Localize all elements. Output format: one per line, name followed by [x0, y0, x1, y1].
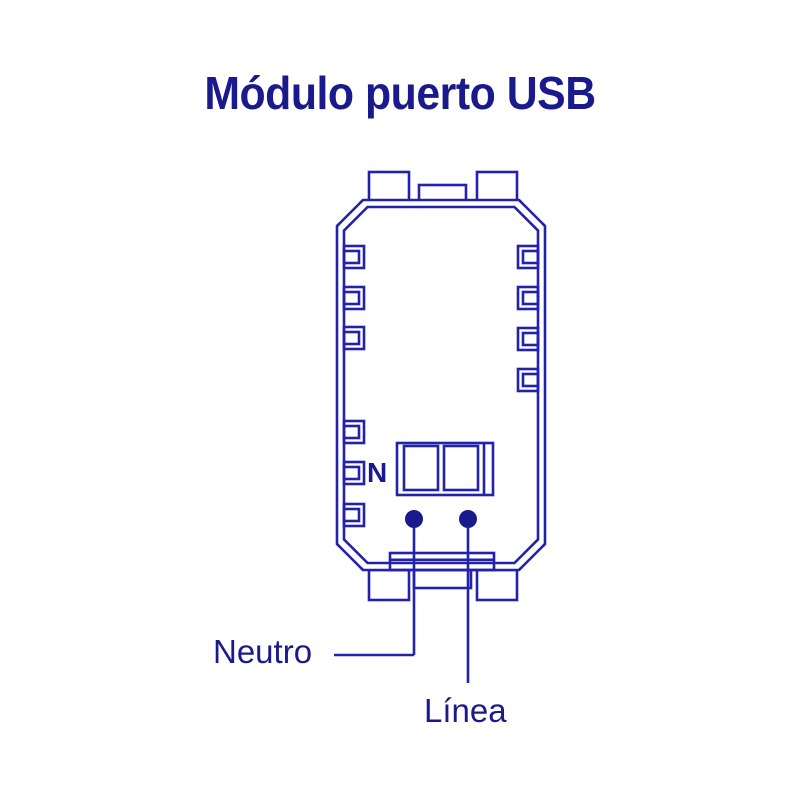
chamfer-tick-b-1 [541, 222, 546, 227]
neutral-marking-n: N [367, 457, 387, 488]
bottom-tab-right [475, 568, 519, 602]
bottom-tabs-group [367, 568, 519, 602]
right-notch-inner-1 [521, 290, 540, 306]
chamfer-tick-a-2 [518, 566, 523, 571]
terminal-slot-left [402, 444, 440, 492]
right-notches [516, 244, 540, 393]
left-notch-1 [342, 285, 366, 311]
right-notch-inner-2 [521, 331, 540, 347]
chamfer-tick-a-1 [518, 199, 523, 204]
left-notch-5 [342, 502, 366, 528]
top-tabs-group [367, 170, 519, 204]
line-terminal-dot [459, 510, 477, 528]
right-notch-0 [516, 244, 540, 270]
page-title: Módulo puerto USB [204, 67, 596, 119]
chamfer-tick-b-2 [541, 543, 546, 548]
left-notch-inner-1 [342, 290, 361, 306]
connection-dots [405, 510, 477, 528]
bottom-contact-strip [388, 551, 496, 572]
top-tab-right [475, 170, 519, 204]
left-notch-inner-2 [342, 330, 361, 346]
right-notch-inner-3 [521, 372, 540, 388]
module-body [335, 198, 547, 572]
neutral-terminal-dot [405, 510, 423, 528]
chamfer-tick-a-3 [359, 566, 364, 571]
right-notch-3 [516, 367, 540, 393]
right-notch-2 [516, 326, 540, 352]
left-notches [342, 244, 366, 528]
callout-leader-lines [334, 528, 470, 683]
left-notch-4 [342, 460, 366, 486]
right-notch-inner-0 [521, 249, 540, 265]
callout-label-linea: Línea [424, 692, 507, 729]
left-notch-2 [342, 325, 366, 351]
left-notch-inner-3 [342, 424, 361, 440]
bottom-strip-outer [388, 551, 496, 572]
left-notch-3 [342, 419, 366, 445]
chamfer-tick-b-3 [336, 543, 341, 548]
bottom-tab-center [412, 568, 473, 590]
left-notch-inner-0 [342, 249, 361, 265]
bottom-tab-left [367, 568, 411, 602]
left-notch-inner-5 [342, 507, 361, 523]
module-body-outer [335, 198, 547, 572]
chamfer-tick-b-0 [336, 222, 341, 227]
right-notch-1 [516, 285, 540, 311]
left-notch-inner-4 [342, 465, 361, 481]
terminal-block-outer [395, 441, 495, 497]
left-notch-0 [342, 244, 366, 270]
callout-label-neutro: Neutro [213, 633, 313, 670]
terminal-block [395, 441, 495, 497]
top-tab-left [367, 170, 411, 204]
chamfer-tick-a-0 [359, 199, 364, 204]
terminal-slot-right [442, 444, 480, 492]
